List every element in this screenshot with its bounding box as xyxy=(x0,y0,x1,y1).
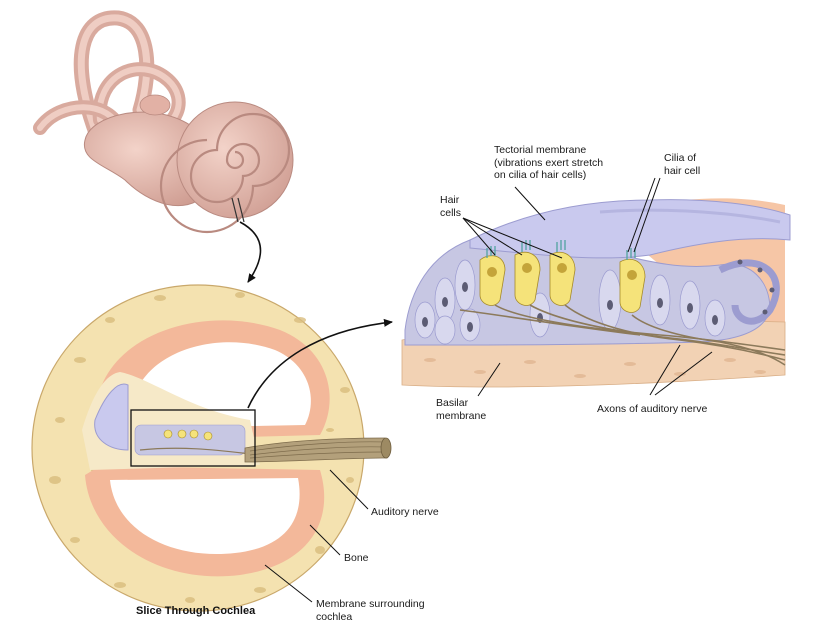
organ-of-corti-detail xyxy=(401,198,791,388)
tectorial-membrane-label: Tectorial membrane (vibrations exert str… xyxy=(494,144,604,181)
cochlea-slice-illustration xyxy=(31,284,392,612)
leader-lines xyxy=(264,177,713,603)
arrow-ear-to-slice xyxy=(239,221,262,283)
bone-label: Bone xyxy=(344,552,369,564)
hair-cells-label: Hair cells xyxy=(440,194,462,219)
cilia-of-hair-cell-label: Cilia of hair cell xyxy=(664,152,701,177)
auditory-nerve-label: Auditory nerve xyxy=(371,506,439,518)
axons-of-auditory-nerve-label: Axons of auditory nerve xyxy=(597,403,708,415)
basilar-membrane-label: Basilar membrane xyxy=(436,397,487,422)
zoom-box xyxy=(130,409,256,467)
inner-ear-illustration xyxy=(33,10,294,234)
membrane-surrounding-cochlea-label: Membrane surrounding cochlea xyxy=(316,598,425,623)
figure-caption: Slice Through Cochlea xyxy=(136,605,256,617)
arrow-slice-to-detail xyxy=(247,318,393,409)
